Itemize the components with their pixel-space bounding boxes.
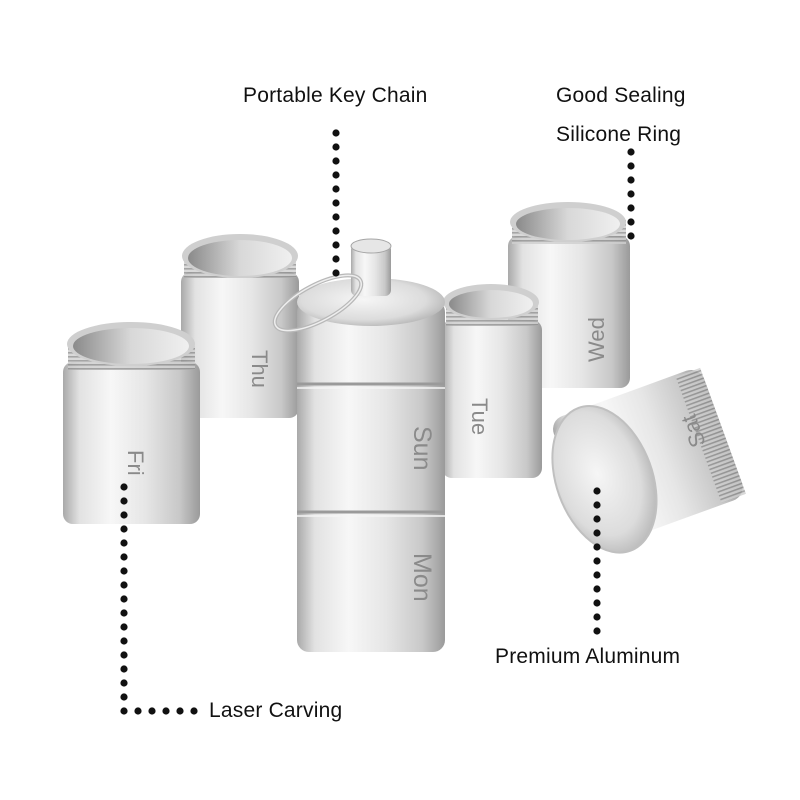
- label-sun: Sun: [408, 426, 436, 470]
- sat-container: [551, 367, 746, 554]
- label-wed: Wed: [584, 317, 609, 362]
- fri-container: [63, 322, 200, 524]
- label-thu: Thu: [247, 350, 272, 388]
- callout-key-chain: Portable Key Chain: [243, 84, 428, 107]
- key-ring: [272, 273, 364, 333]
- leader-laser: [120, 483, 198, 715]
- callout-sealing-line1: Good Sealing: [556, 84, 686, 107]
- thu-container: [181, 234, 299, 418]
- leader-silicone-ring: [627, 148, 635, 240]
- label-tue: Tue: [467, 398, 492, 435]
- callout-sealing-line2: Silicone Ring: [556, 123, 682, 146]
- tue-container: [442, 284, 542, 478]
- callout-laser: Laser Carving: [209, 699, 343, 722]
- leader-key-chain: [332, 129, 340, 277]
- label-mon: Mon: [408, 553, 436, 602]
- leader-aluminum: [593, 487, 601, 635]
- callout-aluminum: Premium Aluminum: [495, 645, 681, 668]
- label-fri: Fri: [123, 450, 148, 476]
